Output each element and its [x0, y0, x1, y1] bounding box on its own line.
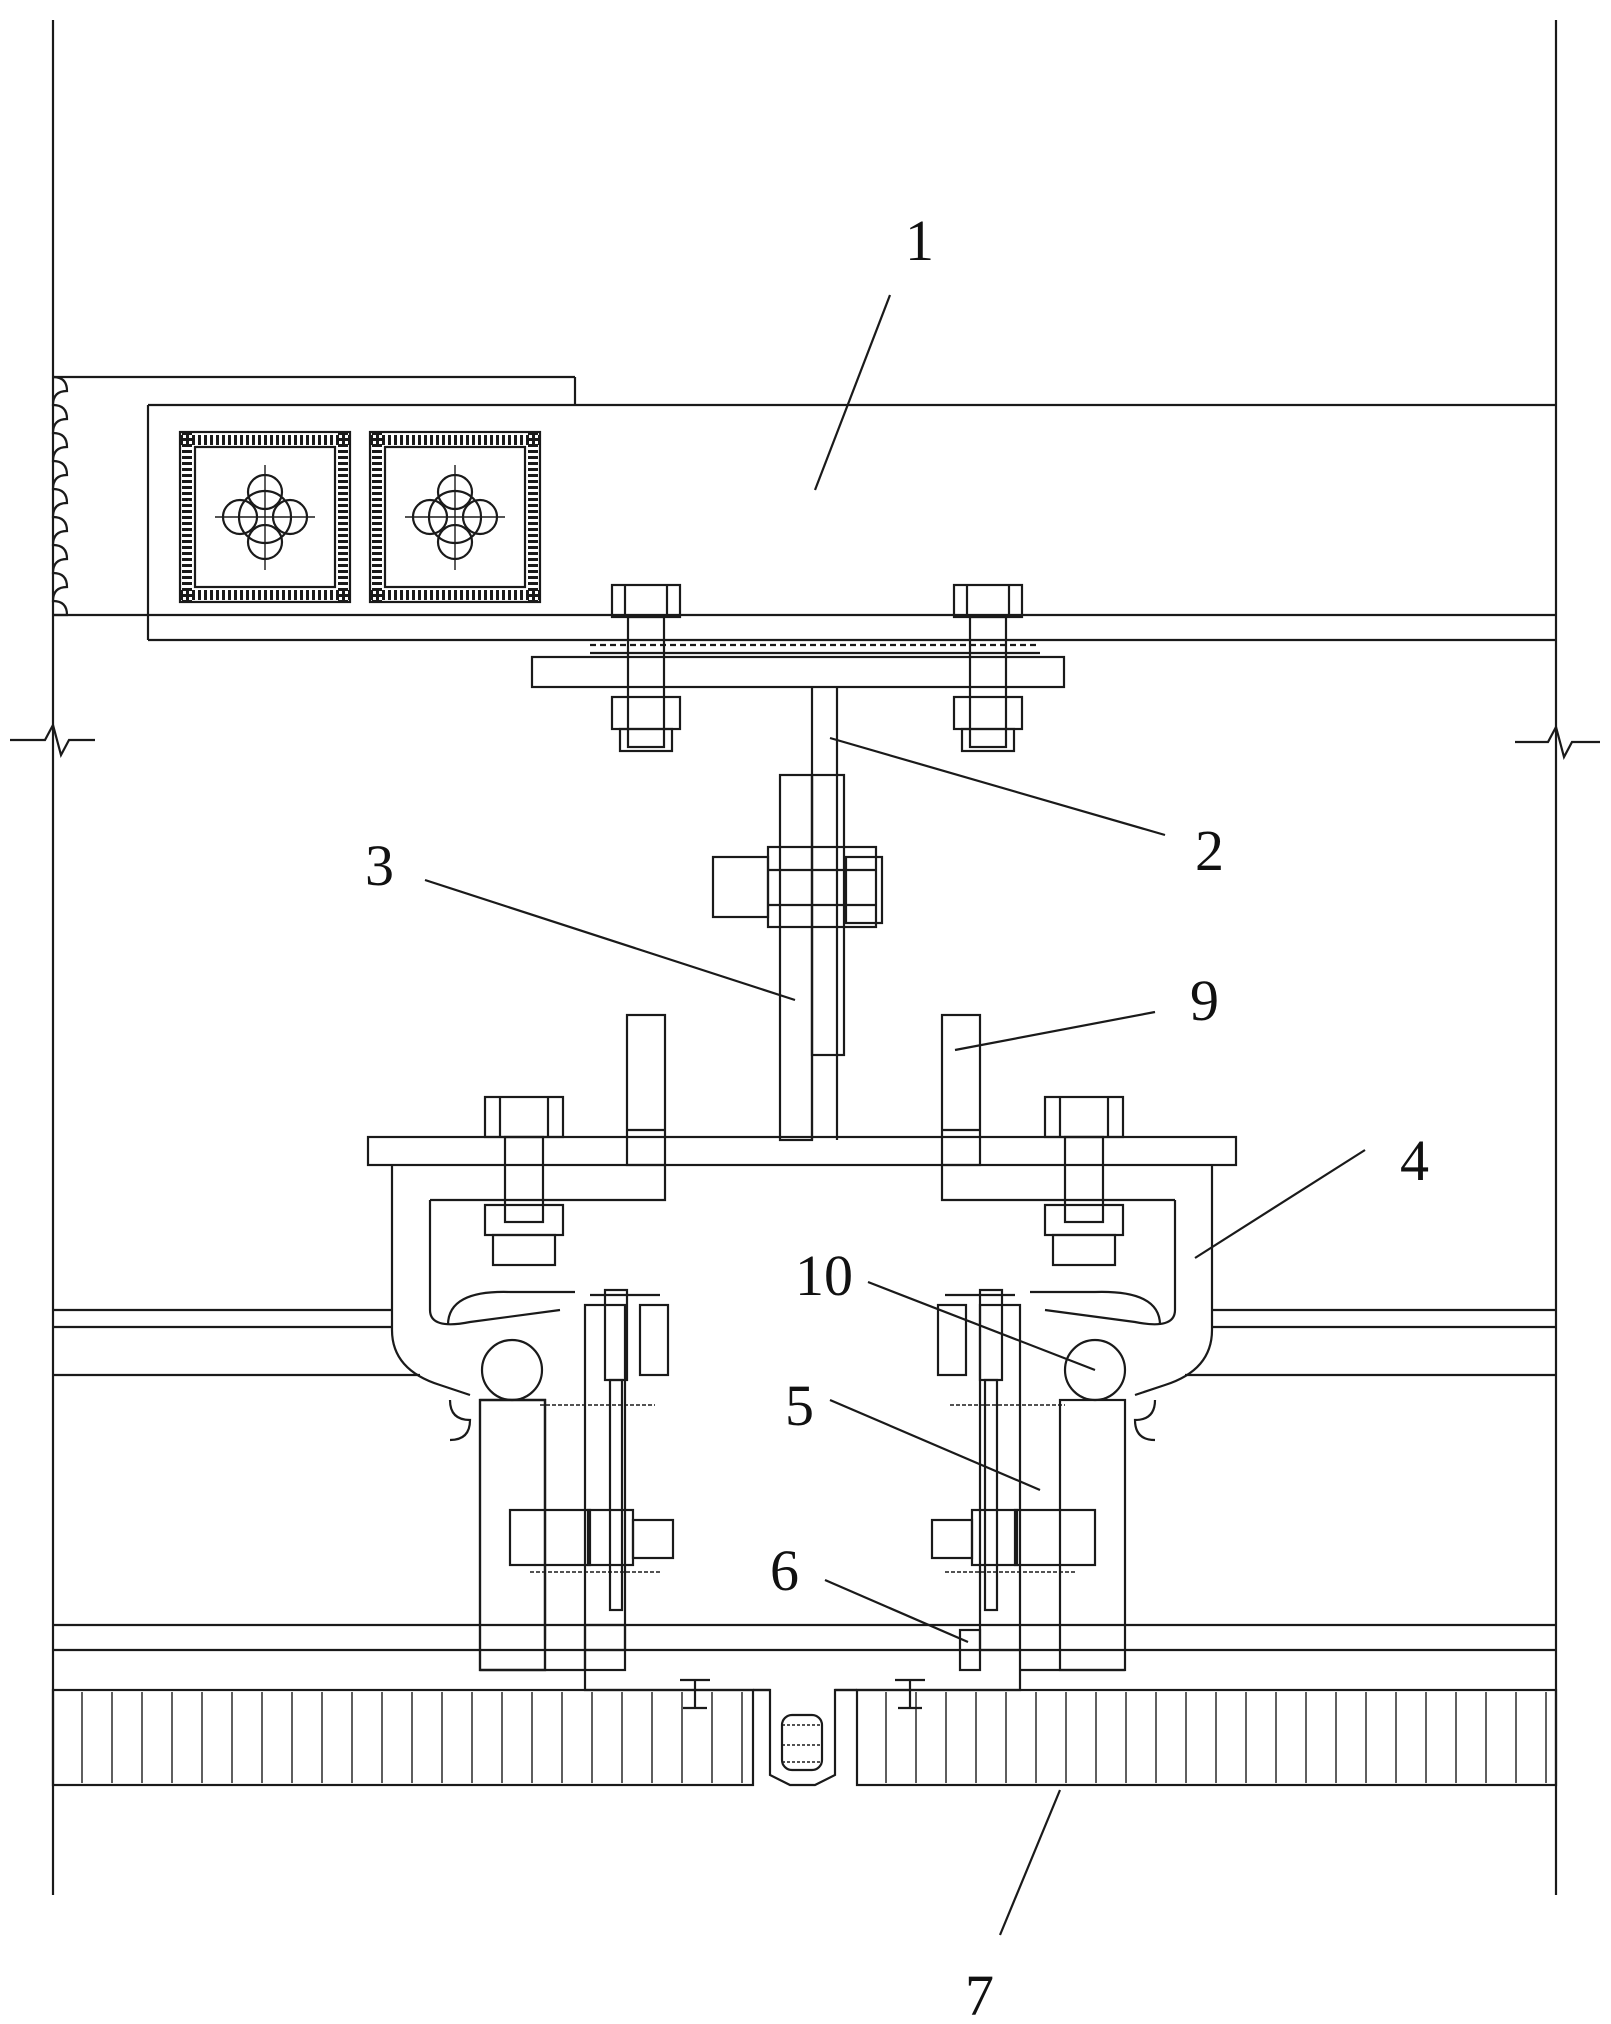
- mullion-profile-left: [448, 1290, 770, 1690]
- label-1: 1: [905, 208, 934, 273]
- connection-plate: [713, 775, 882, 1140]
- label-3: 3: [365, 833, 394, 898]
- top-bolt-right: [954, 585, 1022, 751]
- base-plate: [368, 1015, 1236, 1165]
- label-2: 2: [1195, 818, 1224, 883]
- panel-screws: [680, 1680, 925, 1708]
- label-9: 9: [1190, 968, 1219, 1033]
- lower-frame: [480, 1400, 1125, 1670]
- top-bolt-left: [612, 585, 680, 751]
- anchor-plate-left: [180, 432, 350, 602]
- label-6: 6: [770, 1538, 799, 1603]
- facade-panel: [53, 1690, 1556, 1785]
- transom: [53, 1310, 1556, 1650]
- mullion-profile-right: [835, 1290, 1160, 1690]
- label-10: 10: [795, 1243, 853, 1308]
- anchor-plate-right: [370, 432, 540, 602]
- outer-frame: [10, 20, 1600, 1895]
- steel-beam: [53, 377, 1556, 640]
- upper-bolt-left: [485, 1097, 563, 1265]
- label-5: 5: [785, 1373, 814, 1438]
- label-7: 7: [965, 1963, 994, 2024]
- upper-bolt-right: [1045, 1097, 1123, 1265]
- label-4: 4: [1400, 1128, 1429, 1193]
